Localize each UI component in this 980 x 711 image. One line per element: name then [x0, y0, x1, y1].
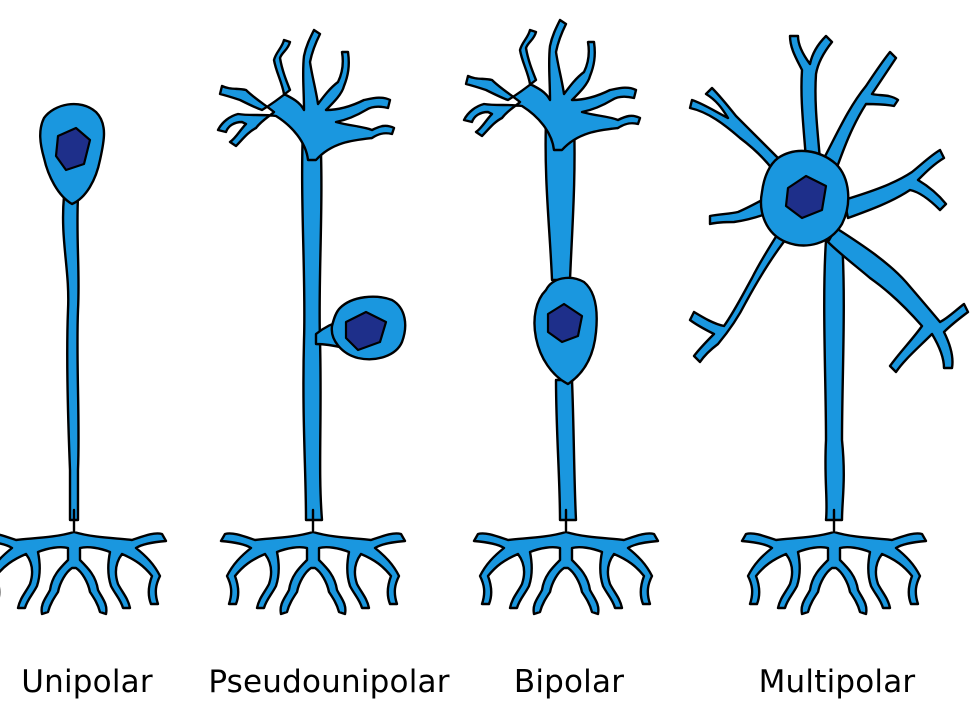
unipolar-axon-terminals [0, 510, 166, 614]
unipolar-neuron [0, 104, 166, 614]
multipolar-dendrite-upper-right [822, 52, 898, 170]
multipolar-dendrite-lower-left [690, 224, 790, 362]
multipolar-neuron [690, 36, 968, 614]
unipolar-axon [63, 196, 79, 520]
pseudounipolar-neuron [218, 30, 405, 614]
multipolar-dendrite-lower-right [828, 228, 968, 372]
pseudounipolar-dendrites [218, 30, 394, 160]
label-unipolar: Unipolar [21, 664, 153, 700]
label-multipolar: Multipolar [759, 664, 916, 700]
multipolar-dendrite-right [844, 150, 946, 218]
multipolar-dendrite-top [790, 36, 832, 160]
pseudounipolar-axon [302, 128, 322, 520]
bipolar-axon-terminals [474, 510, 658, 614]
bipolar-axon [556, 380, 576, 520]
multipolar-axon [824, 240, 844, 520]
pseudounipolar-axon-terminals [221, 510, 405, 614]
multipolar-axon-terminals [742, 510, 926, 614]
bipolar-neuron [464, 20, 658, 614]
bipolar-dendrites [464, 20, 640, 150]
label-pseudounipolar: Pseudounipolar [208, 664, 449, 700]
unipolar-nucleus [56, 128, 90, 170]
label-bipolar: Bipolar [514, 664, 624, 700]
